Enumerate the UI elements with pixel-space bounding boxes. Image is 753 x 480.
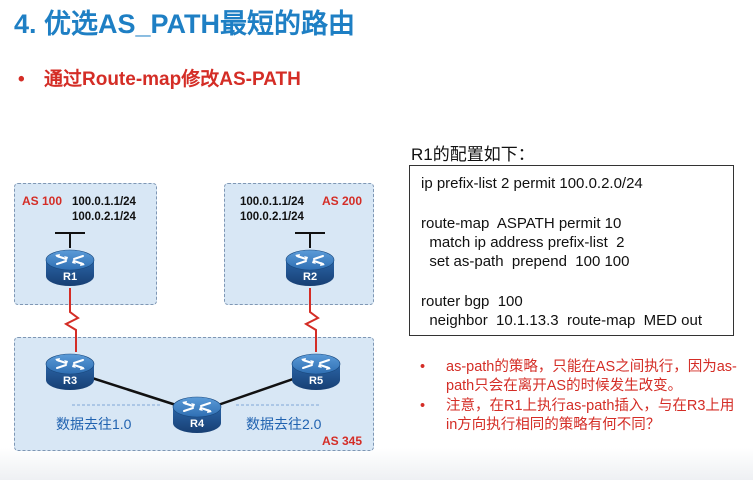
router-r5-label: R5	[309, 375, 324, 387]
as345-label: AS 345	[322, 434, 363, 448]
as100-label: AS 100	[22, 194, 63, 208]
config-line-route-map: route-map ASPATH permit 10	[421, 215, 622, 232]
main-bullet: • 通过Route-map修改AS-PATH	[18, 64, 301, 91]
as100-area	[14, 183, 157, 305]
as200-label: AS 200	[322, 194, 363, 208]
bullet-text: 通过Route-map修改AS-PATH	[44, 69, 301, 90]
config-heading: R1的配置如下：	[411, 145, 535, 164]
config-line-neighbor: neighbor 10.1.13.3 route-map MED out	[421, 312, 702, 329]
background-fade	[0, 448, 753, 480]
note-item: • as-path的策略，只能在AS之间执行，因为as-path只会在离开AS的…	[420, 358, 745, 396]
as100-prefix-1: 100.0.1.1/24	[72, 196, 136, 208]
config-line-router-bgp: router bgp 100	[421, 293, 523, 310]
link-r3-r4	[91, 376, 177, 407]
link-r4-r5	[217, 376, 297, 407]
config-line-prefix-list: ip prefix-list 2 permit 100.0.2.0/24	[421, 175, 643, 192]
router-r3-label: R3	[63, 375, 78, 387]
router-r2-label: R2	[303, 271, 318, 283]
flow-label-right: 数据去往2.0	[246, 416, 322, 432]
note-bullet: •	[420, 359, 426, 375]
note-bullet: •	[420, 398, 426, 414]
note-text: 注意，在R1上执行as-path插入，与在R3上用in方向执行相同的策略有何不同…	[446, 398, 735, 433]
config-line-match: match ip address prefix-list 2	[421, 234, 625, 251]
as200-prefix-2: 100.0.2.1/24	[240, 211, 304, 223]
as200-prefix-1: 100.0.1.1/24	[240, 196, 304, 208]
note-text: as-path的策略，只能在AS之间执行，因为as-path只会在离开AS的时候…	[446, 359, 737, 394]
bullet-marker: •	[18, 69, 25, 90]
notes-list: • as-path的策略，只能在AS之间执行，因为as-path只会在离开AS的…	[420, 358, 745, 436]
note-item: • 注意，在R1上执行as-path插入，与在R3上用in方向执行相同的策略有何…	[420, 397, 745, 435]
as100-prefix-2: 100.0.2.1/24	[72, 211, 136, 223]
config-box: ip prefix-list 2 permit 100.0.2.0/24 rou…	[409, 165, 734, 336]
as200-prefixes: 100.0.1.1/24 100.0.2.1/24	[240, 195, 304, 225]
serial-link-r2-r5	[303, 288, 320, 352]
slide-title: 4. 优选AS_PATH最短的路由	[14, 9, 356, 39]
as100-prefixes: 100.0.1.1/24 100.0.2.1/24	[72, 195, 136, 225]
router-r4-label: R4	[190, 418, 205, 430]
config-line-set: set as-path prepend 100 100	[421, 253, 630, 270]
serial-link-r1-r3	[63, 288, 80, 352]
router-r1-label: R1	[63, 271, 78, 283]
flow-label-left: 数据去往1.0	[56, 416, 132, 432]
